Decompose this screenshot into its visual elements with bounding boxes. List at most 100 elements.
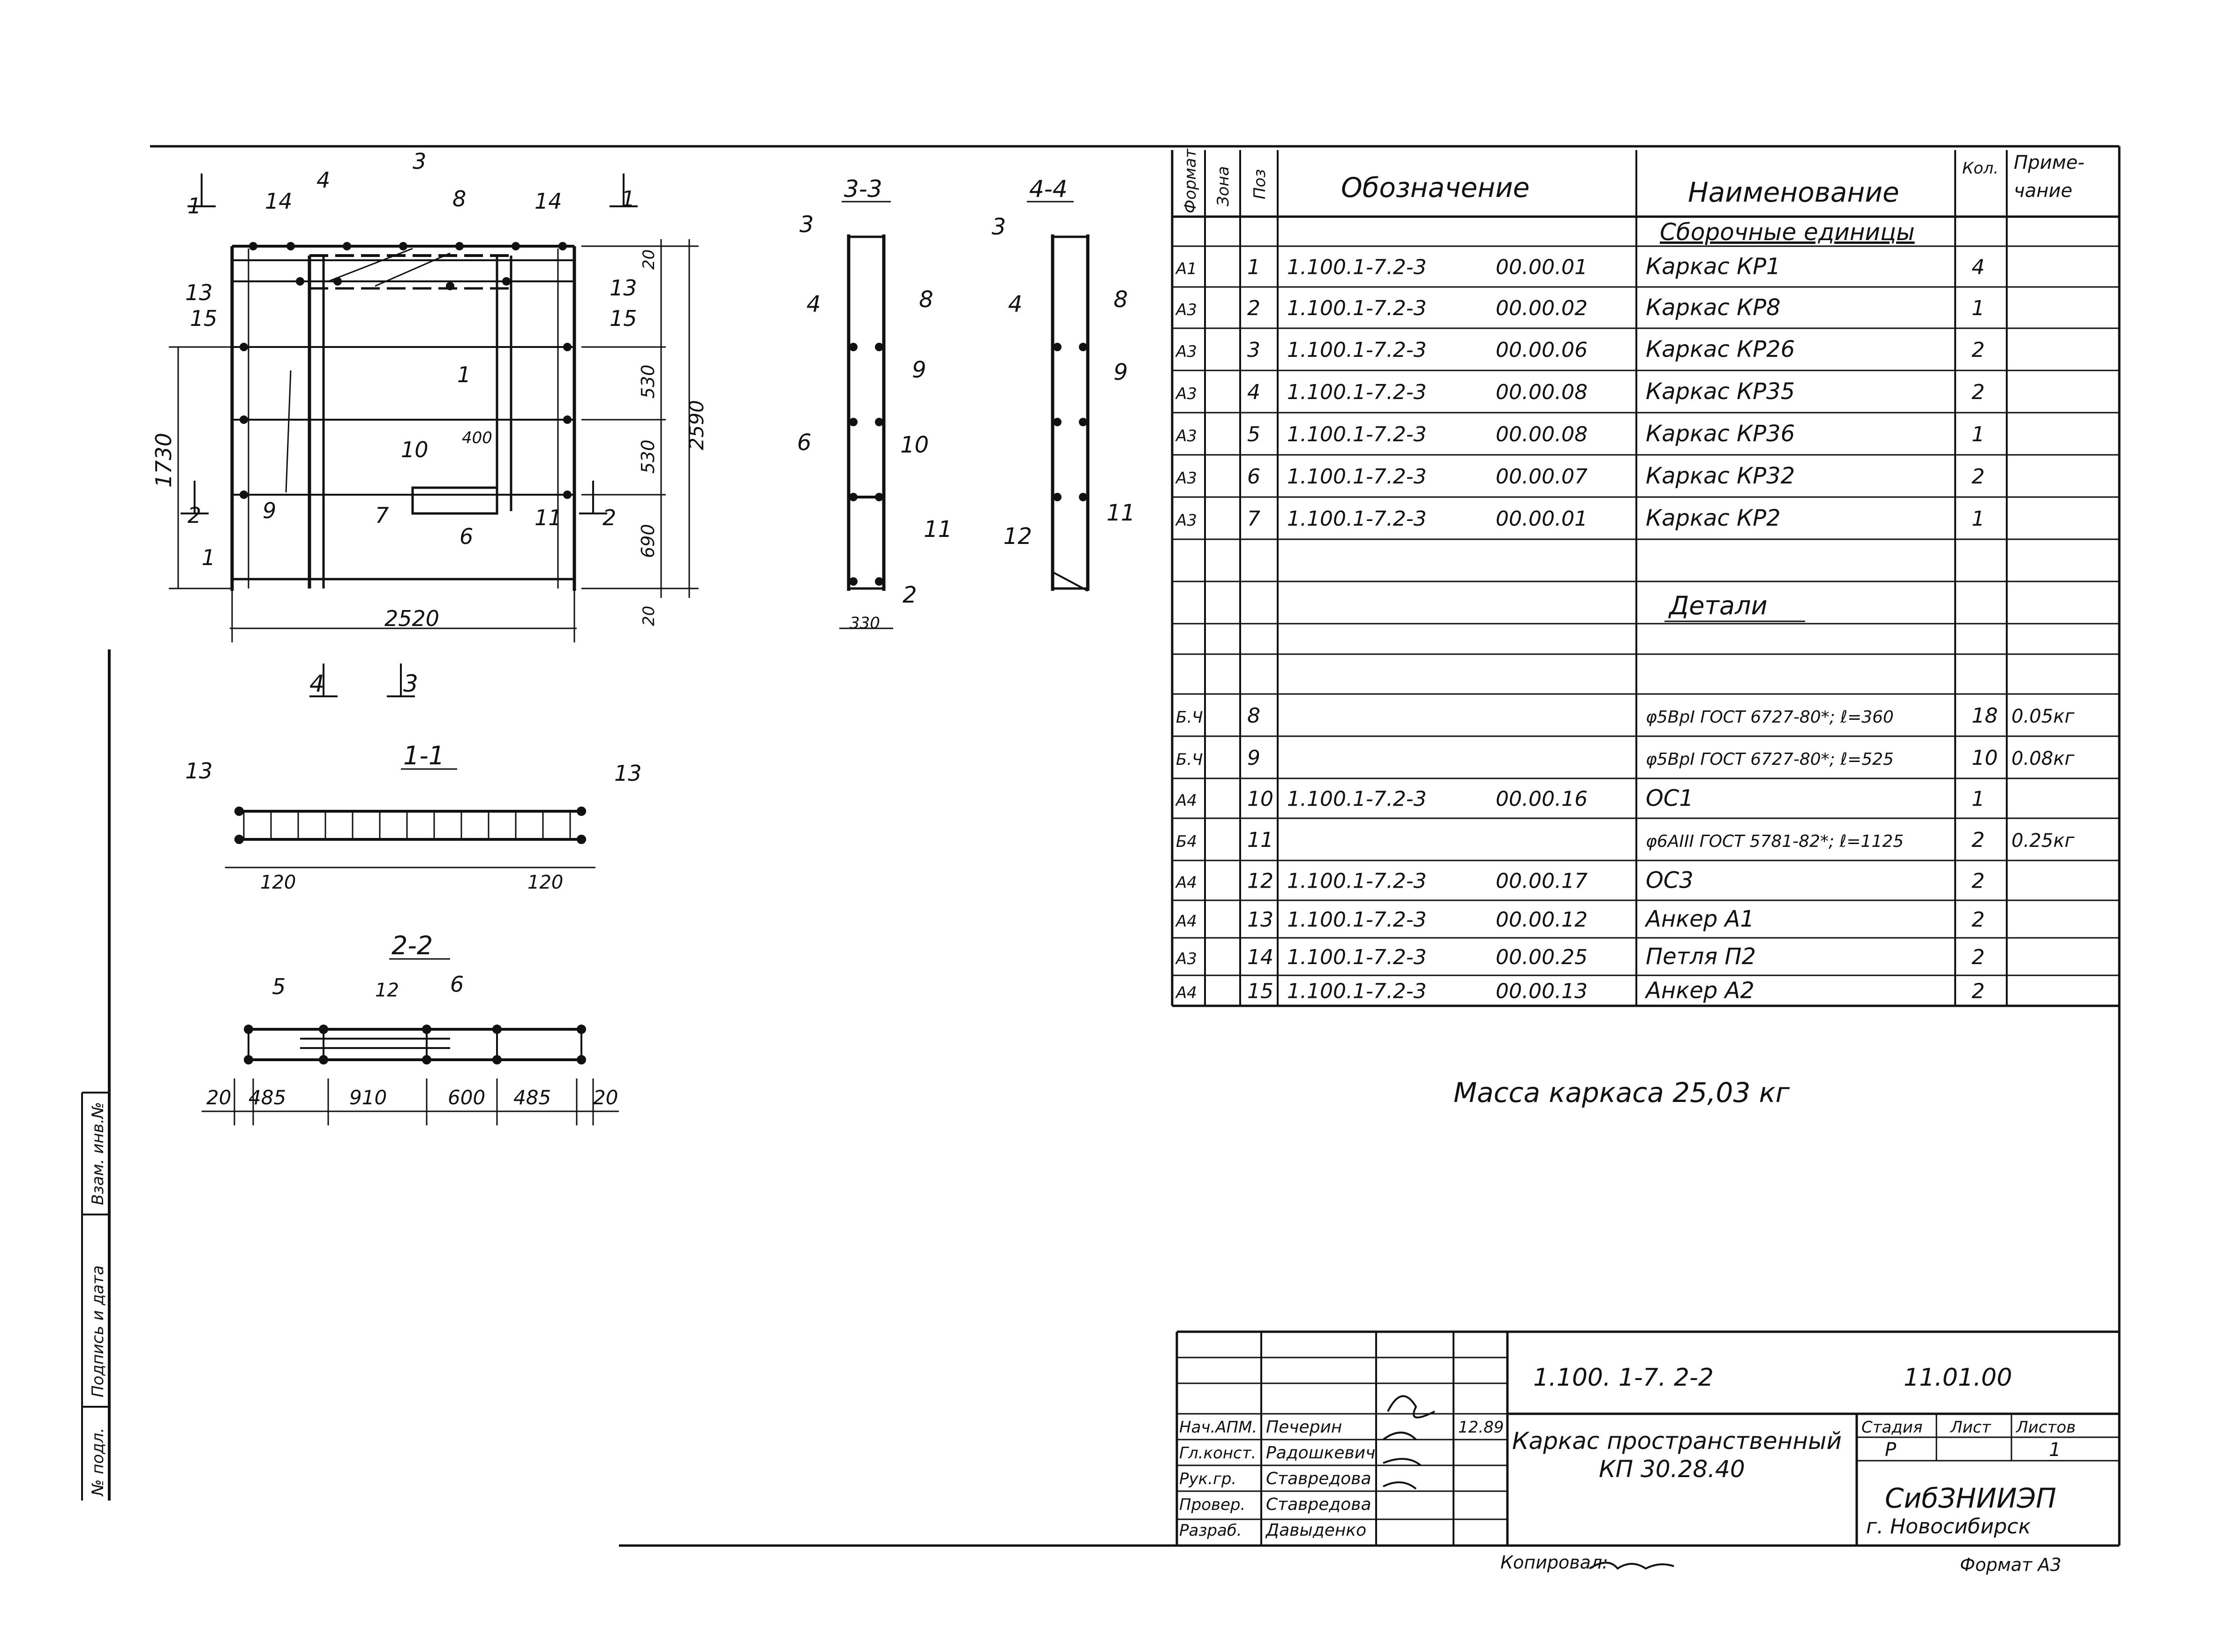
spec-cell-pos: 7: [1247, 507, 1260, 531]
rebar-dot: [234, 835, 244, 844]
spec-cell-qty: 1: [1972, 422, 1985, 446]
spec-cell-format: А3: [1175, 342, 1197, 361]
spec-cell-name: Каркас КР26: [1646, 336, 1795, 362]
s33-label: 2: [903, 582, 917, 608]
rebar-dot: [577, 1025, 586, 1034]
spec-cell-qty: 2: [1972, 338, 1985, 362]
front-label: 8: [452, 186, 466, 211]
spec-cell-pos: 15: [1247, 980, 1273, 1003]
spec-cell-name: φ5ВрI ГОСТ 6727-80*; ℓ=525: [1646, 750, 1894, 769]
s22-dim: 910: [349, 1086, 387, 1109]
spec-cell-designation: 1.100.1-7.2-3: [1287, 296, 1427, 320]
s33-label: 11: [924, 516, 952, 543]
rebar-dot: [502, 277, 511, 286]
spec-cell-designation: 1.100.1-7.2-3: [1287, 422, 1427, 446]
spec-cell-name: ОС1: [1646, 785, 1694, 812]
spec-cell-qty: 2: [1972, 465, 1985, 489]
spec-cell-designation: 1.100.1-7.2-3: [1287, 256, 1427, 279]
rebar-dot: [446, 282, 454, 290]
rebar-dot: [1053, 343, 1062, 351]
tb-sheet-label: Лист: [1950, 1418, 1991, 1437]
spec-cell-code: 00.00.17: [1496, 869, 1588, 893]
spec-cell-qty: 2: [1972, 945, 1985, 969]
spec-header-note-1: Приме-: [2014, 152, 2085, 173]
rebar-dot: [875, 343, 883, 351]
front-label: 3: [413, 149, 426, 174]
dim-20-top: 20: [640, 249, 658, 270]
rebar-dot: [875, 577, 883, 586]
spec-cell-qty: 1: [1972, 507, 1985, 531]
rebar-dot: [875, 493, 883, 501]
s22-dim: 485: [249, 1086, 286, 1109]
spec-cell-pos: 2: [1247, 296, 1260, 320]
rebar-dot: [240, 490, 248, 499]
spec-cell-pos: 9: [1247, 746, 1260, 770]
rebar-dot: [234, 807, 244, 816]
spec-header-pos: Поз: [1250, 169, 1269, 199]
s44-label: 12: [1003, 523, 1032, 550]
spec-cell-format: А3: [1175, 301, 1197, 319]
spec-cell-format: А3: [1175, 511, 1197, 530]
rebar-dot: [240, 415, 248, 424]
rebar-dot: [1053, 418, 1062, 426]
rebar-dot: [563, 415, 572, 424]
side-stamp-inv: № подл.: [89, 1428, 107, 1497]
s33-label: 8: [919, 287, 934, 313]
spec-cell-name: Анкер А2: [1644, 978, 1755, 1004]
rebar-dot: [577, 807, 586, 816]
cut-3-label: 3: [403, 670, 418, 697]
spec-header-name: Наименование: [1688, 176, 1899, 208]
front-label: 1: [457, 362, 471, 387]
spec-header-zone: Зона: [1214, 166, 1233, 206]
spec-header-note-2: чание: [2014, 180, 2072, 202]
tb-name: Давыденко: [1265, 1521, 1366, 1540]
rebar-dot: [244, 1025, 253, 1034]
dim-690: 690: [638, 524, 658, 558]
spec-cell-code: 00.00.16: [1496, 787, 1588, 811]
spec-cell-name: Каркас КР35: [1646, 378, 1795, 405]
rebar-dot: [563, 343, 572, 351]
spec-cell-note: 0.25кг: [2011, 830, 2075, 852]
rebar-dot: [577, 1055, 586, 1064]
spec-cell-designation: 1.100.1-7.2-3: [1287, 787, 1427, 811]
rebar-dot: [512, 242, 520, 250]
spec-cell-code: 00.00.25: [1496, 945, 1588, 969]
spec-cell-pos: 10: [1247, 787, 1273, 811]
tb-doc-num: 11.01.00: [1904, 1364, 2012, 1392]
spec-cell-pos: 14: [1247, 945, 1273, 969]
rebar-dot: [1079, 343, 1087, 351]
spec-cell-code: 00.00.12: [1496, 908, 1588, 932]
s44-label: 9: [1114, 359, 1128, 385]
front-label: 15: [610, 306, 637, 331]
side-stamp-podpis: Подпись и дата: [89, 1265, 107, 1397]
tb-stage: Р: [1885, 1439, 1897, 1461]
spec-cell-pos: 5: [1247, 422, 1260, 446]
spec-cell-name: Петля П2: [1646, 943, 1756, 970]
rebar-dot: [422, 1055, 431, 1064]
spec-cell-pos: 13: [1247, 908, 1273, 932]
spec-cell-designation: 1.100.1-7.2-3: [1287, 465, 1427, 489]
tb-name: Радошкевич: [1266, 1443, 1375, 1463]
spec-cell-qty: 2: [1972, 908, 1985, 932]
spec-cell-format: А3: [1175, 427, 1197, 445]
spec-cell-code: 00.00.01: [1496, 256, 1588, 279]
s44-label: 8: [1114, 287, 1128, 313]
tb-name: Ставредова: [1266, 1469, 1371, 1488]
rebar-dot: [244, 1055, 253, 1064]
spec-cell-qty: 18: [1972, 704, 1998, 728]
spec-cell-name: Каркас КР1: [1646, 254, 1781, 280]
rebar-dot: [849, 577, 858, 586]
spec-cell-code: 00.00.01: [1496, 507, 1588, 531]
dim-20-bot: 20: [640, 606, 658, 626]
signature-mark: [1382, 1395, 1435, 1490]
spec-cell-code: 00.00.08: [1496, 380, 1588, 404]
tb-stage-label: Стадия: [1861, 1418, 1922, 1437]
spec-cell-code: 00.00.02: [1496, 296, 1588, 320]
s22-label-5: 5: [272, 974, 286, 999]
spec-cell-pos: 3: [1247, 338, 1260, 362]
spec-header-designation: Обозначение: [1341, 172, 1529, 204]
s22-dim: 485: [513, 1086, 551, 1109]
front-label: 7: [375, 503, 389, 528]
